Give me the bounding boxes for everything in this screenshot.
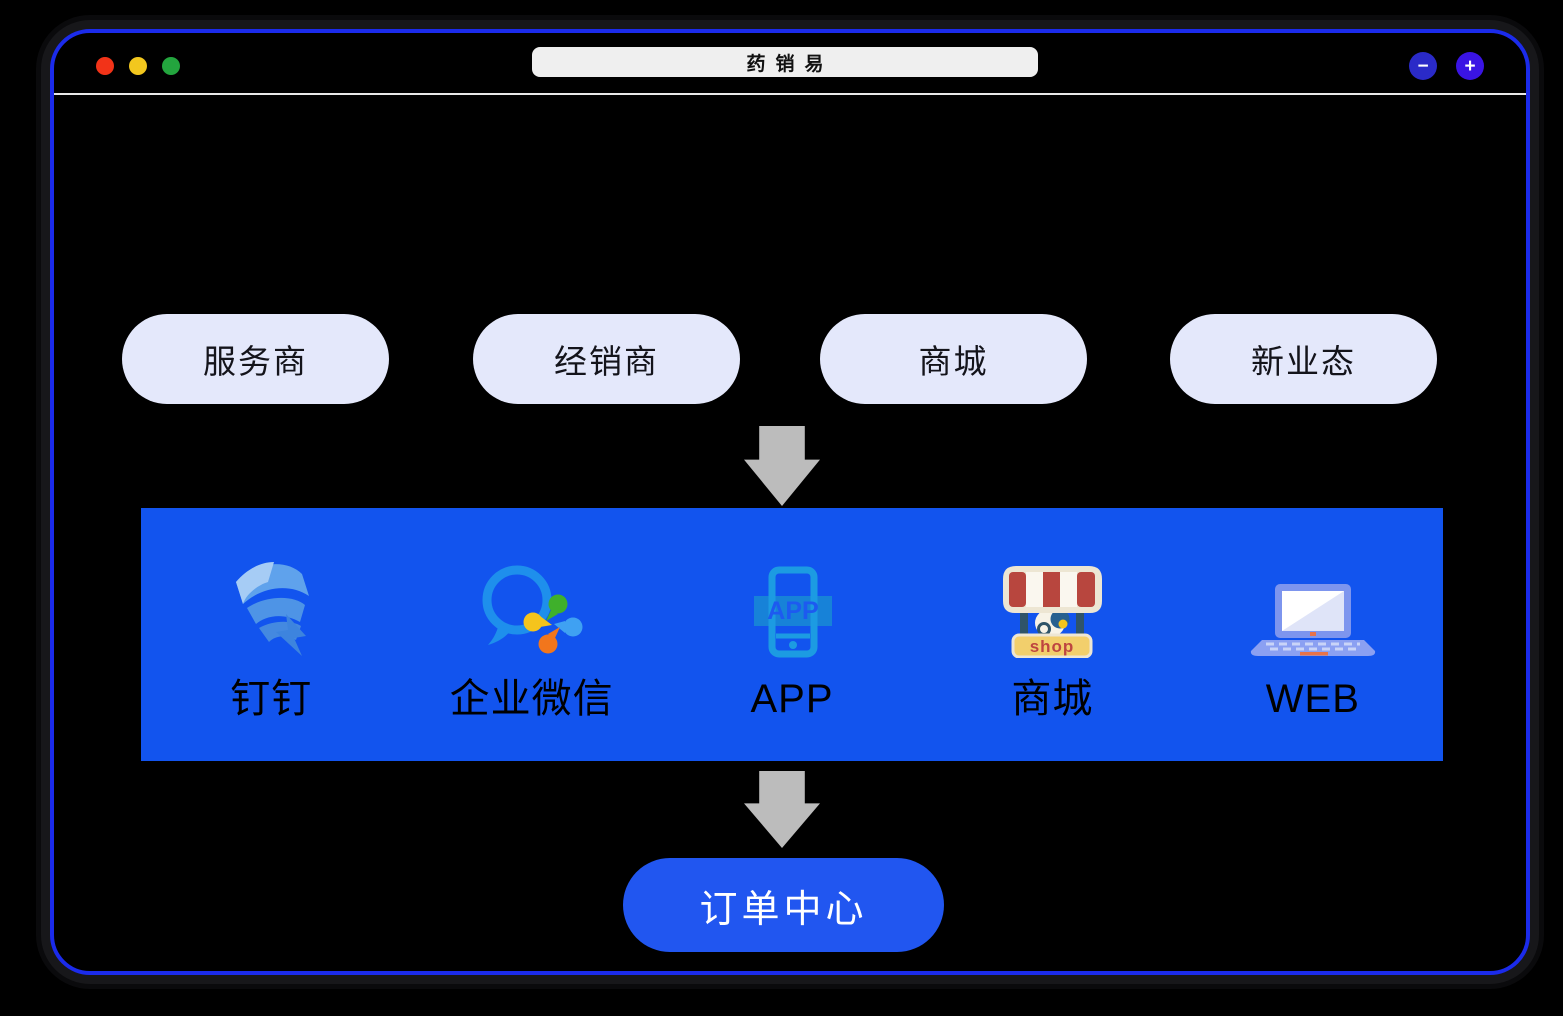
channel-mall[interactable]: shop 商城 (922, 508, 1182, 761)
traffic-lights (96, 57, 180, 75)
channel-label-web: WEB (1265, 677, 1360, 721)
down-arrow-icon (744, 771, 820, 848)
wechat-work-icon (401, 508, 661, 658)
order-center-button[interactable]: 订单中心 (623, 858, 944, 952)
channel-web[interactable]: WEB (1183, 508, 1443, 761)
shop-sign-text: shop (1030, 637, 1075, 656)
channel-dingtalk[interactable]: 钉钉 (141, 508, 401, 761)
app-badge-text: APP (767, 597, 818, 625)
channel-label-app: APP (750, 677, 834, 721)
channel-label-mall: 商城 (1011, 677, 1094, 721)
channel-label-dingtalk: 钉钉 (230, 677, 313, 721)
pill-distributor[interactable]: 经销商 (473, 314, 740, 404)
shop-icon: shop (922, 508, 1182, 658)
pill-mall[interactable]: 商城 (820, 314, 1087, 404)
down-arrow-icon (744, 426, 820, 506)
close-window-icon[interactable] (96, 57, 114, 75)
channel-band: 钉钉 企业微信 (141, 508, 1443, 761)
channel-app[interactable]: APP APP (662, 508, 922, 761)
pill-new-business[interactable]: 新业态 (1170, 314, 1437, 404)
channel-label-wechat-work: 企业微信 (449, 677, 614, 721)
pill-service-provider[interactable]: 服务商 (122, 314, 389, 404)
fullscreen-window-icon[interactable] (162, 57, 180, 75)
dingtalk-icon (141, 508, 401, 658)
minimize-window-icon[interactable] (129, 57, 147, 75)
window-controls: − + (1409, 52, 1484, 80)
minus-button[interactable]: − (1409, 52, 1437, 80)
channel-wechat-work[interactable]: 企业微信 (401, 508, 661, 761)
app-window: 药销易 − + 服务商 经销商 商城 新业态 钉钉 (50, 29, 1530, 975)
plus-button[interactable]: + (1456, 52, 1484, 80)
web-icon (1183, 508, 1443, 658)
app-icon: APP (662, 508, 922, 658)
window-title: 药销易 (746, 53, 834, 75)
title-bar: 药销易 − + (54, 33, 1526, 95)
address-bar[interactable]: 药销易 (532, 47, 1038, 77)
